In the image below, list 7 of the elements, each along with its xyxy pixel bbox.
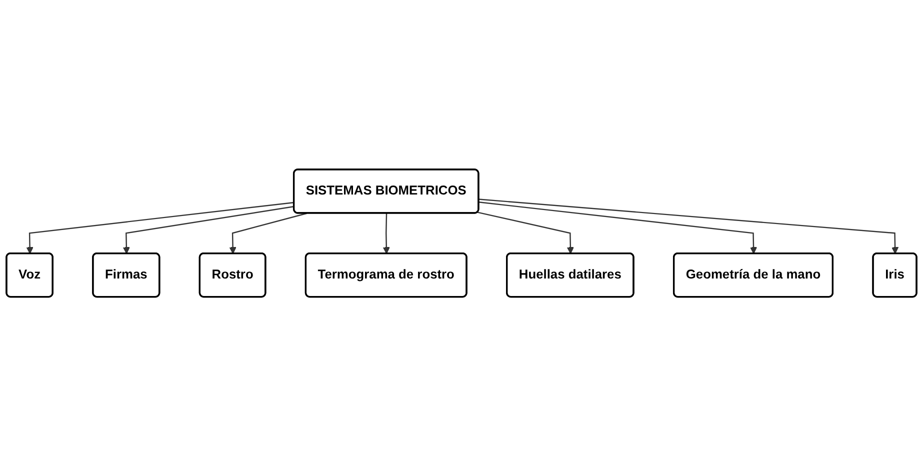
arrow <box>26 202 294 254</box>
arrow <box>229 212 307 254</box>
arrow <box>477 212 574 254</box>
arrow <box>478 201 758 254</box>
arrow <box>382 213 390 254</box>
arrow <box>478 198 899 254</box>
arrow <box>122 206 294 254</box>
